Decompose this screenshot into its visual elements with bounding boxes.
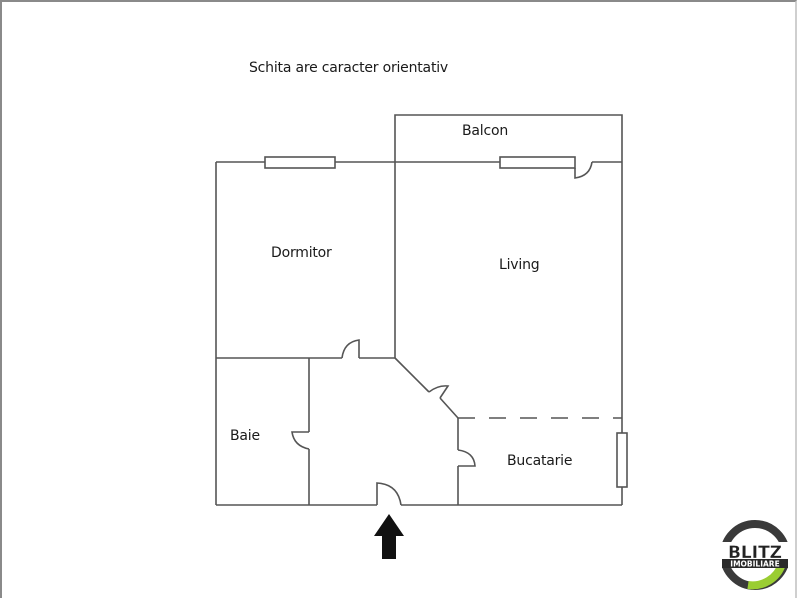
bedroom-bottom-wall (216, 339, 395, 359)
disclaimer-note: Schita are caracter orientativ (249, 60, 449, 76)
balcony-door (574, 161, 593, 179)
living-diagonal-wall (394, 357, 459, 419)
bottom-wall (216, 482, 622, 506)
bathroom-wall (291, 358, 310, 505)
arrow-up-icon (374, 514, 404, 559)
bedroom-window (264, 156, 336, 169)
kitchen-wall (457, 418, 476, 505)
living-window (499, 156, 576, 169)
room-label-dormitor: Dormitor (271, 245, 332, 261)
room-label-balcon: Balcon (462, 123, 509, 139)
logo-text-imobiliare: IMOBILIARE (730, 560, 779, 569)
balcony-outline (394, 114, 623, 162)
logo-text-blitz: BLITZ (728, 543, 782, 563)
room-label-living: Living (499, 257, 540, 273)
room-label-bucatarie: Bucatarie (507, 453, 573, 469)
kitchen-window (616, 432, 628, 488)
blitz-logo: BLITZ IMOBILIARE (718, 518, 792, 592)
room-label-baie: Baie (230, 428, 260, 444)
